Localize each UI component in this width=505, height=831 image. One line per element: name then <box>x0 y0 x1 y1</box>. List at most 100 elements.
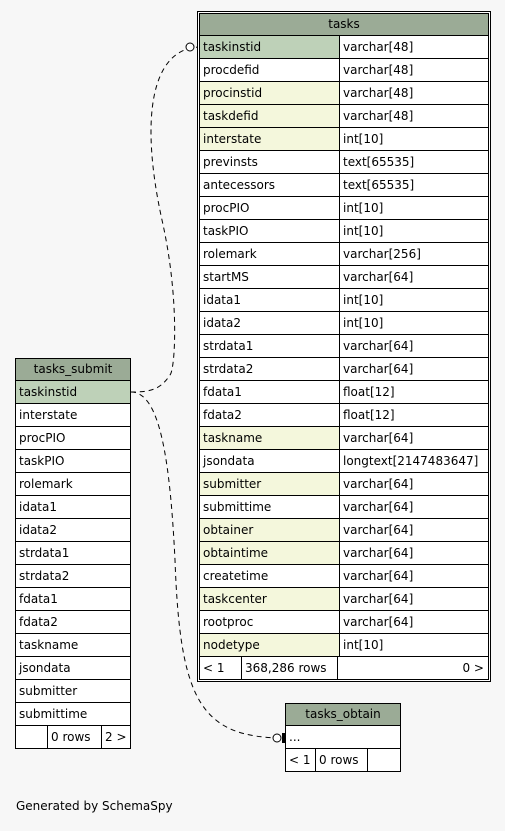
column-name[interactable]: taskinstid <box>16 381 130 403</box>
column-name[interactable]: idata1 <box>200 289 340 311</box>
column-row[interactable]: strdata1 <box>16 542 130 565</box>
column-name[interactable]: ... <box>289 730 301 744</box>
column-row[interactable]: procPIO <box>16 427 130 450</box>
table-title[interactable]: tasks_submit <box>16 359 130 381</box>
column-name[interactable]: idata2 <box>200 312 340 334</box>
column-name[interactable]: taskcenter <box>200 588 340 610</box>
column-row[interactable]: fdata2 <box>16 611 130 634</box>
column-name[interactable]: jsondata <box>19 661 71 675</box>
column-name[interactable]: strdata1 <box>19 546 70 560</box>
column-row[interactable]: submittime <box>16 703 130 725</box>
column-name[interactable]: previnsts <box>200 151 340 173</box>
column-row[interactable]: idata2 <box>16 519 130 542</box>
column-name[interactable]: obtainer <box>200 519 340 541</box>
generated-by-label: Generated by SchemaSpy <box>16 799 173 813</box>
parents-count[interactable]: < 1 <box>200 657 242 679</box>
column-name[interactable]: taskinstid <box>200 36 340 58</box>
children-count[interactable]: 0 > <box>462 661 484 675</box>
table-tasks-submit[interactable]: tasks_submit taskinstid interstate procPIO… <box>15 358 131 749</box>
relation-end-circle <box>185 42 195 52</box>
column-name[interactable]: rolemark <box>200 243 340 265</box>
column-row[interactable]: taskPIO <box>16 450 130 473</box>
column-name[interactable]: interstate <box>200 128 340 150</box>
column-name[interactable]: taskPIO <box>19 454 65 468</box>
column-name[interactable]: idata1 <box>19 500 57 514</box>
column-type: varchar[64] <box>343 500 414 514</box>
column-row[interactable]: fdata1 <box>16 588 130 611</box>
column-name[interactable]: rootproc <box>200 611 340 633</box>
column-row[interactable]: strdata2 <box>16 565 130 588</box>
column-name[interactable]: procinstid <box>200 82 340 104</box>
column-name[interactable]: submitter <box>19 684 78 698</box>
column-name[interactable]: strdata2 <box>200 358 340 380</box>
column-name[interactable]: procPIO <box>19 431 66 445</box>
table-tasks-obtain[interactable]: tasks_obtain ... < 1 0 rows <box>285 703 401 772</box>
column-name[interactable]: obtaintime <box>200 542 340 564</box>
column-row[interactable]: idata1 <box>16 496 130 519</box>
column-row[interactable]: jsondata <box>16 657 130 680</box>
column-name[interactable]: rolemark <box>19 477 73 491</box>
column-row[interactable]: interstate <box>16 404 130 427</box>
column-name[interactable]: createtime <box>200 565 340 587</box>
column-name[interactable]: taskdefid <box>200 105 340 127</box>
column-name[interactable]: nodetype <box>200 634 340 656</box>
column-name[interactable]: fdata2 <box>200 404 340 426</box>
column-name[interactable]: idata2 <box>19 523 57 537</box>
column-name[interactable]: antecessors <box>200 174 340 196</box>
column-name[interactable]: procPIO <box>200 197 340 219</box>
column-name[interactable]: interstate <box>19 408 78 422</box>
column-name[interactable]: taskname <box>19 638 79 652</box>
column-name[interactable]: submittime <box>19 707 88 721</box>
column-name[interactable]: strdata2 <box>19 569 70 583</box>
column-name[interactable]: fdata1 <box>19 592 58 606</box>
column-name[interactable]: strdata1 <box>200 335 340 357</box>
column-type: text[65535] <box>343 178 415 192</box>
column-row[interactable]: rolemark <box>16 473 130 496</box>
table-title[interactable]: tasks_obtain <box>286 704 400 726</box>
column-name[interactable]: fdata1 <box>200 381 340 403</box>
column-name[interactable]: fdata2 <box>19 615 58 629</box>
parents-count[interactable]: < 1 <box>286 749 316 771</box>
column-name[interactable]: jsondata <box>200 450 340 472</box>
column-name[interactable]: taskname <box>200 427 340 449</box>
column-name[interactable]: submittime <box>200 496 340 518</box>
column-row[interactable]: taskinstid <box>16 381 130 404</box>
column-row[interactable]: taskname <box>16 634 130 657</box>
column-row[interactable]: submitter <box>16 680 130 703</box>
column-name[interactable]: procdefid <box>200 59 340 81</box>
column-row[interactable]: ... <box>286 726 400 748</box>
table-title[interactable]: tasks <box>200 14 488 36</box>
column-name[interactable]: taskPIO <box>200 220 340 242</box>
children-count[interactable]: 2 > <box>105 730 127 744</box>
column-name[interactable]: submitter <box>200 473 340 495</box>
column-name[interactable]: startMS <box>200 266 340 288</box>
